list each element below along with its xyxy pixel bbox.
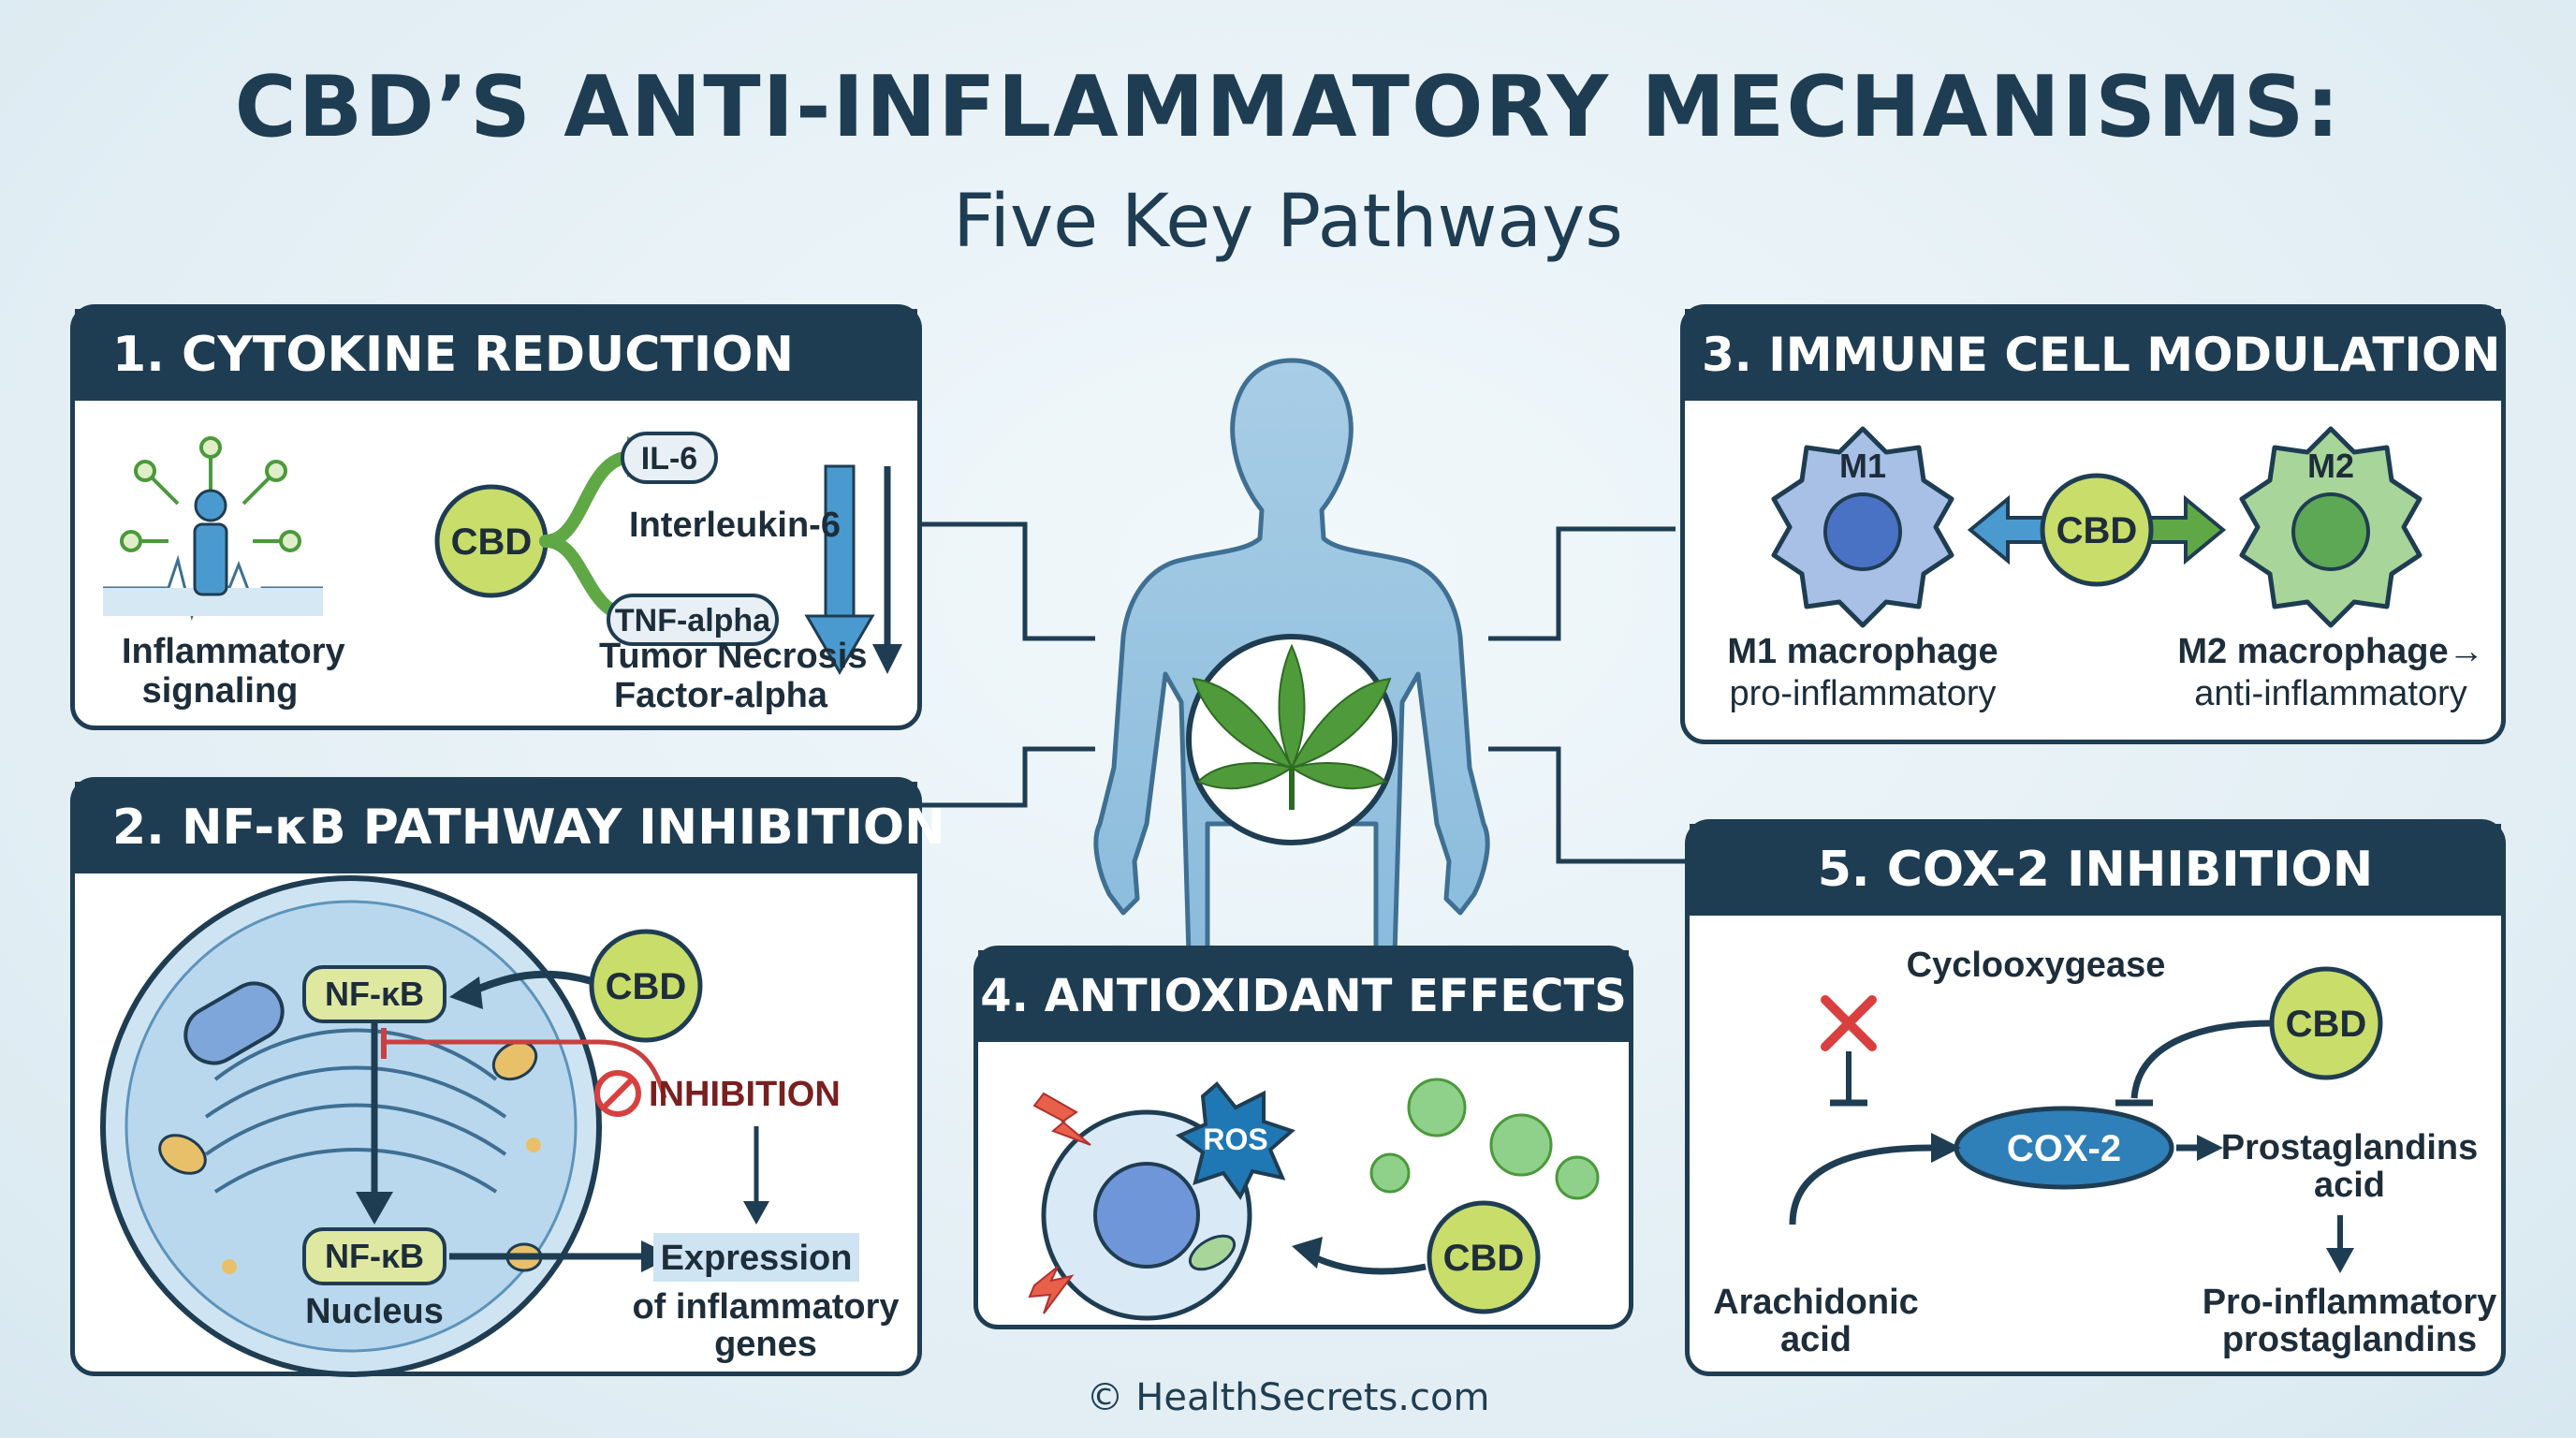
arach-label-2: acid xyxy=(1779,1320,1852,1359)
m2-sub: anti-inflammatory xyxy=(2194,674,2467,713)
cox2-diagram: CBD COX-2 xyxy=(1789,966,2383,1273)
mitochondria xyxy=(183,981,285,1065)
organelles xyxy=(158,1040,543,1272)
svg-text:NF-κB: NF-κB xyxy=(325,1237,424,1275)
m2-label: M2 macrophage→ xyxy=(2177,632,2484,671)
m1-label: M1 macrophage xyxy=(1727,632,1998,671)
cyclo-label: Cyclooxygease xyxy=(1906,946,2166,985)
svg-text:CBD: CBD xyxy=(2286,1004,2367,1045)
svg-text:IL-6: IL-6 xyxy=(641,441,697,477)
tnf-full-label-1: Tumor Necrosis xyxy=(599,637,868,676)
il6-full-label: Interleukin-6 xyxy=(629,506,841,545)
tnf-full-label-2: Factor-alpha xyxy=(613,676,828,715)
cbd-badge xyxy=(589,929,703,1043)
panel-antioxidant: 4. ANTIOXIDANT EFFECTS ROS CBD xyxy=(973,946,1633,1329)
proinf-label-2: prostaglandins xyxy=(2221,1320,2478,1359)
cbd-badge xyxy=(2040,473,2154,587)
svg-text:M1: M1 xyxy=(1839,447,1886,485)
cannabis-leaf-icon xyxy=(1192,643,1392,810)
il6-pill xyxy=(621,432,718,484)
footer-copyright: © HealthSecrets.com xyxy=(1086,1376,1490,1419)
decrease-arrows-icon xyxy=(804,464,902,675)
tnf-pill xyxy=(607,594,779,646)
page-subtitle: Five Key Pathways xyxy=(953,180,1623,264)
panel-cytokine-title: 1. CYTOKINE REDUCTION xyxy=(75,309,917,401)
antioxidant-spheres xyxy=(1369,1078,1600,1200)
svg-text:M2: M2 xyxy=(2307,447,2354,485)
panel-immune-title: 3. IMMUNE CELL MODULATION xyxy=(1685,309,2501,401)
expression-label: Expression xyxy=(660,1239,853,1278)
arach-label-1: Arachidonic xyxy=(1713,1283,1919,1322)
page-title: CBD’S ANTI-INFLAMMATORY MECHANISMS: xyxy=(234,58,2342,156)
signaling-label-1: Inflammatory xyxy=(122,632,345,671)
inhibition-icon xyxy=(594,1070,641,1117)
x-mark-icon xyxy=(1821,995,1877,1051)
svg-text:CBD: CBD xyxy=(1443,1238,1525,1279)
connector-lines xyxy=(922,521,1685,864)
nucleus-label: Nucleus xyxy=(305,1292,444,1331)
ros-burst-icon xyxy=(1175,1081,1295,1200)
panel-cox2-inhibition: 5. COX-2 INHIBITION CBD COX-2 Cyclooxyge… xyxy=(1685,819,2506,1376)
proinf-label-1: Pro-inflammatory xyxy=(2202,1283,2497,1322)
svg-text:TNF-alpha: TNF-alpha xyxy=(615,603,771,638)
cbd-badge xyxy=(1427,1200,1541,1314)
signaling-person-icon xyxy=(120,436,301,552)
nfkb-pill-bottom xyxy=(302,1227,446,1285)
lightning-icon xyxy=(1032,1092,1091,1146)
inhibition-label: INHIBITION xyxy=(649,1075,841,1114)
ros-label: ROS xyxy=(1203,1123,1267,1156)
panel-cytokine-reduction: 1. CYTOKINE REDUCTION CBD IL-6 TNF-a xyxy=(70,304,922,730)
svg-text:CBD: CBD xyxy=(606,966,687,1007)
prost-label-1: Prostaglandins xyxy=(2220,1128,2479,1167)
expression-sub-2: genes xyxy=(714,1325,817,1364)
panel-nfkb-title: 2. NF-κB PATHWAY INHIBITION xyxy=(75,782,945,873)
signaling-label-2: signaling xyxy=(141,671,299,711)
immune-diagram: M1 M2 CBD xyxy=(1771,426,2422,628)
svg-text:NF-κB: NF-κB xyxy=(325,975,424,1013)
cbd-label: CBD xyxy=(451,521,533,563)
branch-arrows xyxy=(539,450,638,623)
svg-text:COX-2: COX-2 xyxy=(2007,1128,2121,1169)
panel-cox2-title: 5. COX-2 INHIBITION xyxy=(1690,824,2501,916)
nfkb-diagram: NF-κB NF-κB Nucleus CBD INHIBITION xyxy=(100,875,859,1377)
svg-text:CBD: CBD xyxy=(2056,510,2138,551)
m1-sub: pro-inflammatory xyxy=(1729,674,1997,713)
panel-nfkb-inhibition: 2. NF-κB PATHWAY INHIBITION NF-κB NF-κB … xyxy=(70,777,945,1377)
antioxidant-diagram: ROS CBD xyxy=(1028,1078,1600,1321)
expression-box xyxy=(653,1233,859,1282)
expression-sub-1: of inflammatory xyxy=(632,1287,900,1327)
lightning-icon-2 xyxy=(1028,1266,1075,1314)
panel-antioxidant-title: 4. ANTIOXIDANT EFFECTS xyxy=(978,950,1629,1042)
panel-immune-modulation: 3. IMMUNE CELL MODULATION M1 M2 CBD M1 m… xyxy=(1680,304,2506,744)
cytokine-diagram: CBD IL-6 TNF-alpha xyxy=(103,432,902,675)
prost-label-2: acid xyxy=(2313,1166,2386,1205)
